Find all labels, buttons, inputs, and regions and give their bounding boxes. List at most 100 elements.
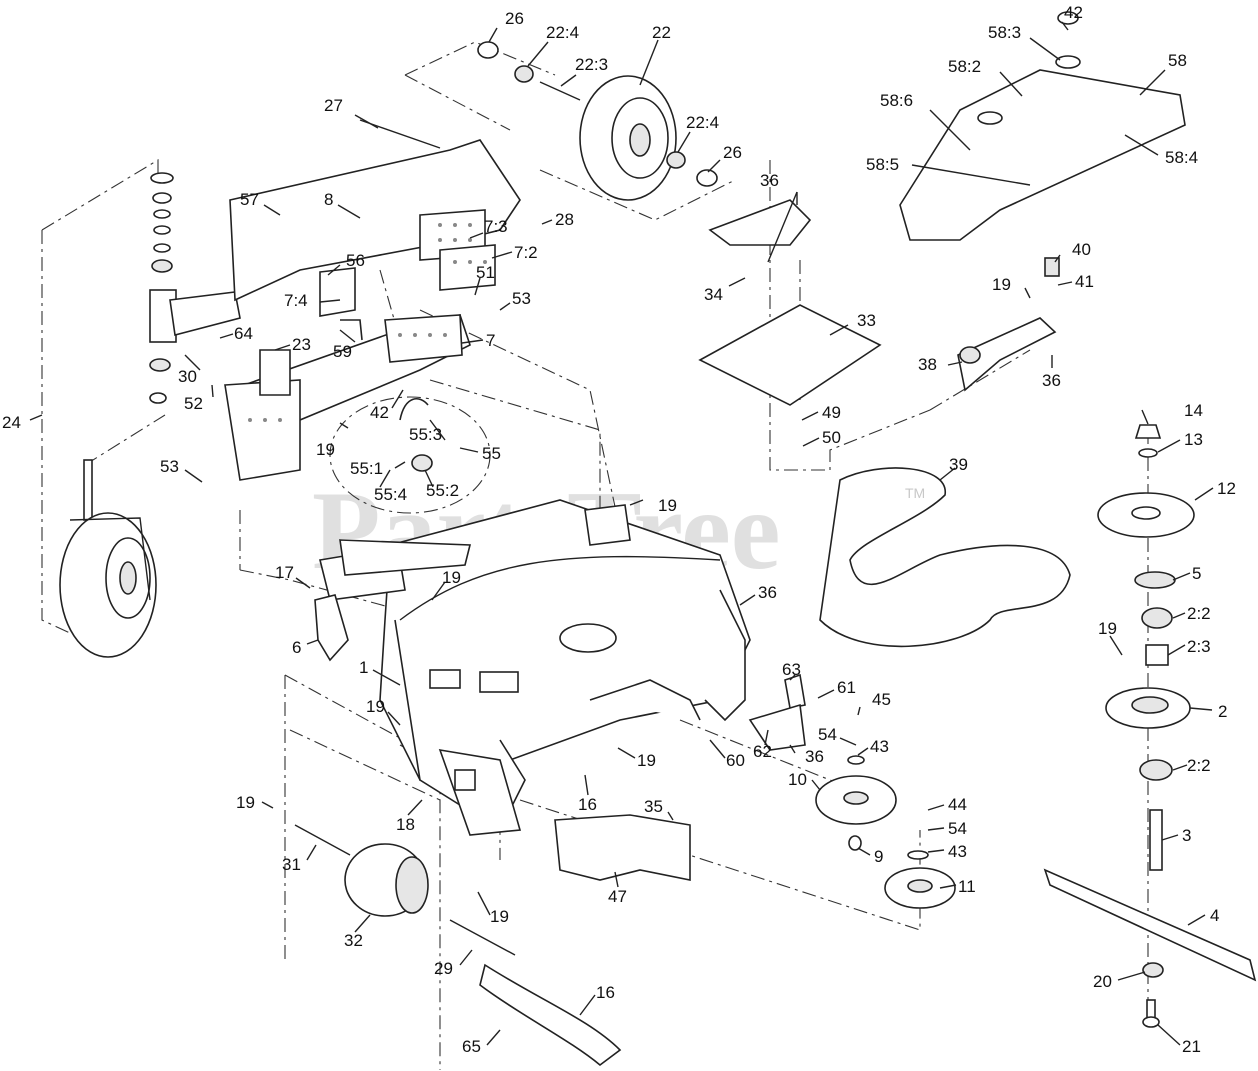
callout-6: 6: [292, 638, 301, 657]
callout-22-4b: 22:4: [686, 113, 719, 132]
callout-63: 63: [782, 660, 801, 679]
callout-26: 26: [505, 9, 524, 28]
mower-deck-body: [319, 499, 751, 836]
callout-50: 50: [822, 428, 841, 447]
callout-1: 1: [359, 658, 368, 677]
callout-64: 64: [234, 324, 253, 343]
callout-45: 45: [872, 690, 891, 709]
callout-16: 16: [578, 795, 597, 814]
callout-22-3: 22:3: [575, 55, 608, 74]
callout-55-2: 55:2: [426, 481, 459, 500]
caster-wheel-assembly: [59, 172, 241, 658]
callout-19i: 19: [490, 907, 509, 926]
callout-20: 20: [1093, 972, 1112, 991]
callout-49: 49: [822, 403, 841, 422]
callout-58-6: 58:6: [880, 91, 913, 110]
callout-19f: 19: [366, 697, 385, 716]
callout-33: 33: [857, 311, 876, 330]
callout-36: 36: [760, 171, 779, 190]
callout-58: 58: [1168, 51, 1187, 70]
callout-19e: 19: [1098, 619, 1117, 638]
callout-53: 53: [512, 289, 531, 308]
callout-labels: 26 22:4 22:3 22 22:4 26 42 58:3 58:2 58 …: [2, 3, 1236, 1056]
callout-43b: 43: [948, 842, 967, 861]
callout-35: 35: [644, 797, 663, 816]
callout-5: 5: [1192, 564, 1201, 583]
callout-21: 21: [1182, 1037, 1201, 1056]
callout-2: 2: [1218, 702, 1227, 721]
hose-assembly-55: [329, 396, 491, 514]
callout-18: 18: [396, 815, 415, 834]
callout-27: 27: [324, 96, 343, 115]
watermark-trademark: TM: [905, 485, 925, 501]
callout-7-3: 7:3: [484, 217, 508, 236]
idler-pulleys: [748, 673, 956, 909]
callout-30: 30: [178, 367, 197, 386]
callout-53b: 53: [160, 457, 179, 476]
brackets-and-plates: [698, 199, 1060, 406]
callout-36c: 36: [758, 583, 777, 602]
callout-55-1: 55:1: [350, 459, 383, 478]
spindle-assembly: [1043, 424, 1257, 1028]
callout-19b: 19: [316, 440, 335, 459]
callout-31: 31: [282, 855, 301, 874]
callout-62: 62: [753, 742, 772, 761]
callout-58-4: 58:4: [1165, 148, 1198, 167]
callout-16b: 16: [596, 983, 615, 1002]
callout-47: 47: [608, 887, 627, 906]
callout-58-5: 58:5: [866, 155, 899, 174]
callout-52: 52: [184, 394, 203, 413]
callout-38: 38: [918, 355, 937, 374]
callout-19g: 19: [637, 751, 656, 770]
callout-7-4: 7:4: [284, 291, 308, 310]
rear-wheel-assembly: [477, 41, 718, 201]
callout-23: 23: [292, 335, 311, 354]
callout-58-3: 58:3: [988, 23, 1021, 42]
callout-19d: 19: [442, 568, 461, 587]
lever-arm-6: [314, 594, 349, 662]
callout-54: 54: [818, 725, 837, 744]
callout-2-3: 2:3: [1187, 637, 1211, 656]
callout-42b: 42: [370, 403, 389, 422]
callout-10: 10: [788, 770, 807, 789]
callout-57: 57: [240, 190, 259, 209]
callout-36d: 36: [805, 747, 824, 766]
roller-and-shields: [294, 814, 691, 1067]
callout-12: 12: [1217, 479, 1236, 498]
callout-26b: 26: [723, 143, 742, 162]
callout-28: 28: [555, 210, 574, 229]
callout-22: 22: [652, 23, 671, 42]
callout-19c: 19: [658, 496, 677, 515]
belt-cover-58: [899, 11, 1186, 241]
callout-56: 56: [346, 251, 365, 270]
callout-36b: 36: [1042, 371, 1061, 390]
callout-9: 9: [874, 847, 883, 866]
callout-2-2: 2:2: [1187, 604, 1211, 623]
callout-39: 39: [949, 455, 968, 474]
callout-34: 34: [704, 285, 723, 304]
callout-19: 19: [992, 275, 1011, 294]
callout-4: 4: [1210, 906, 1219, 925]
callout-58-2: 58:2: [948, 57, 981, 76]
callout-24: 24: [2, 413, 21, 432]
callout-29: 29: [434, 959, 453, 978]
callout-22-4: 22:4: [546, 23, 579, 42]
callout-7-2: 7:2: [514, 243, 538, 262]
callout-40: 40: [1072, 240, 1091, 259]
callout-55: 55: [482, 444, 501, 463]
callout-2-2b: 2:2: [1187, 756, 1211, 775]
callout-41: 41: [1075, 272, 1094, 291]
callout-19h: 19: [236, 793, 255, 812]
callout-44: 44: [948, 795, 967, 814]
callout-32: 32: [344, 931, 363, 950]
callout-8: 8: [324, 190, 333, 209]
callout-54b: 54: [948, 819, 967, 838]
callout-61: 61: [837, 678, 856, 697]
callout-60: 60: [726, 751, 745, 770]
callout-51: 51: [476, 263, 495, 282]
drive-belt-39: [819, 467, 1071, 648]
callout-17: 17: [275, 563, 294, 582]
callout-42: 42: [1064, 3, 1083, 22]
callout-59: 59: [333, 342, 352, 361]
